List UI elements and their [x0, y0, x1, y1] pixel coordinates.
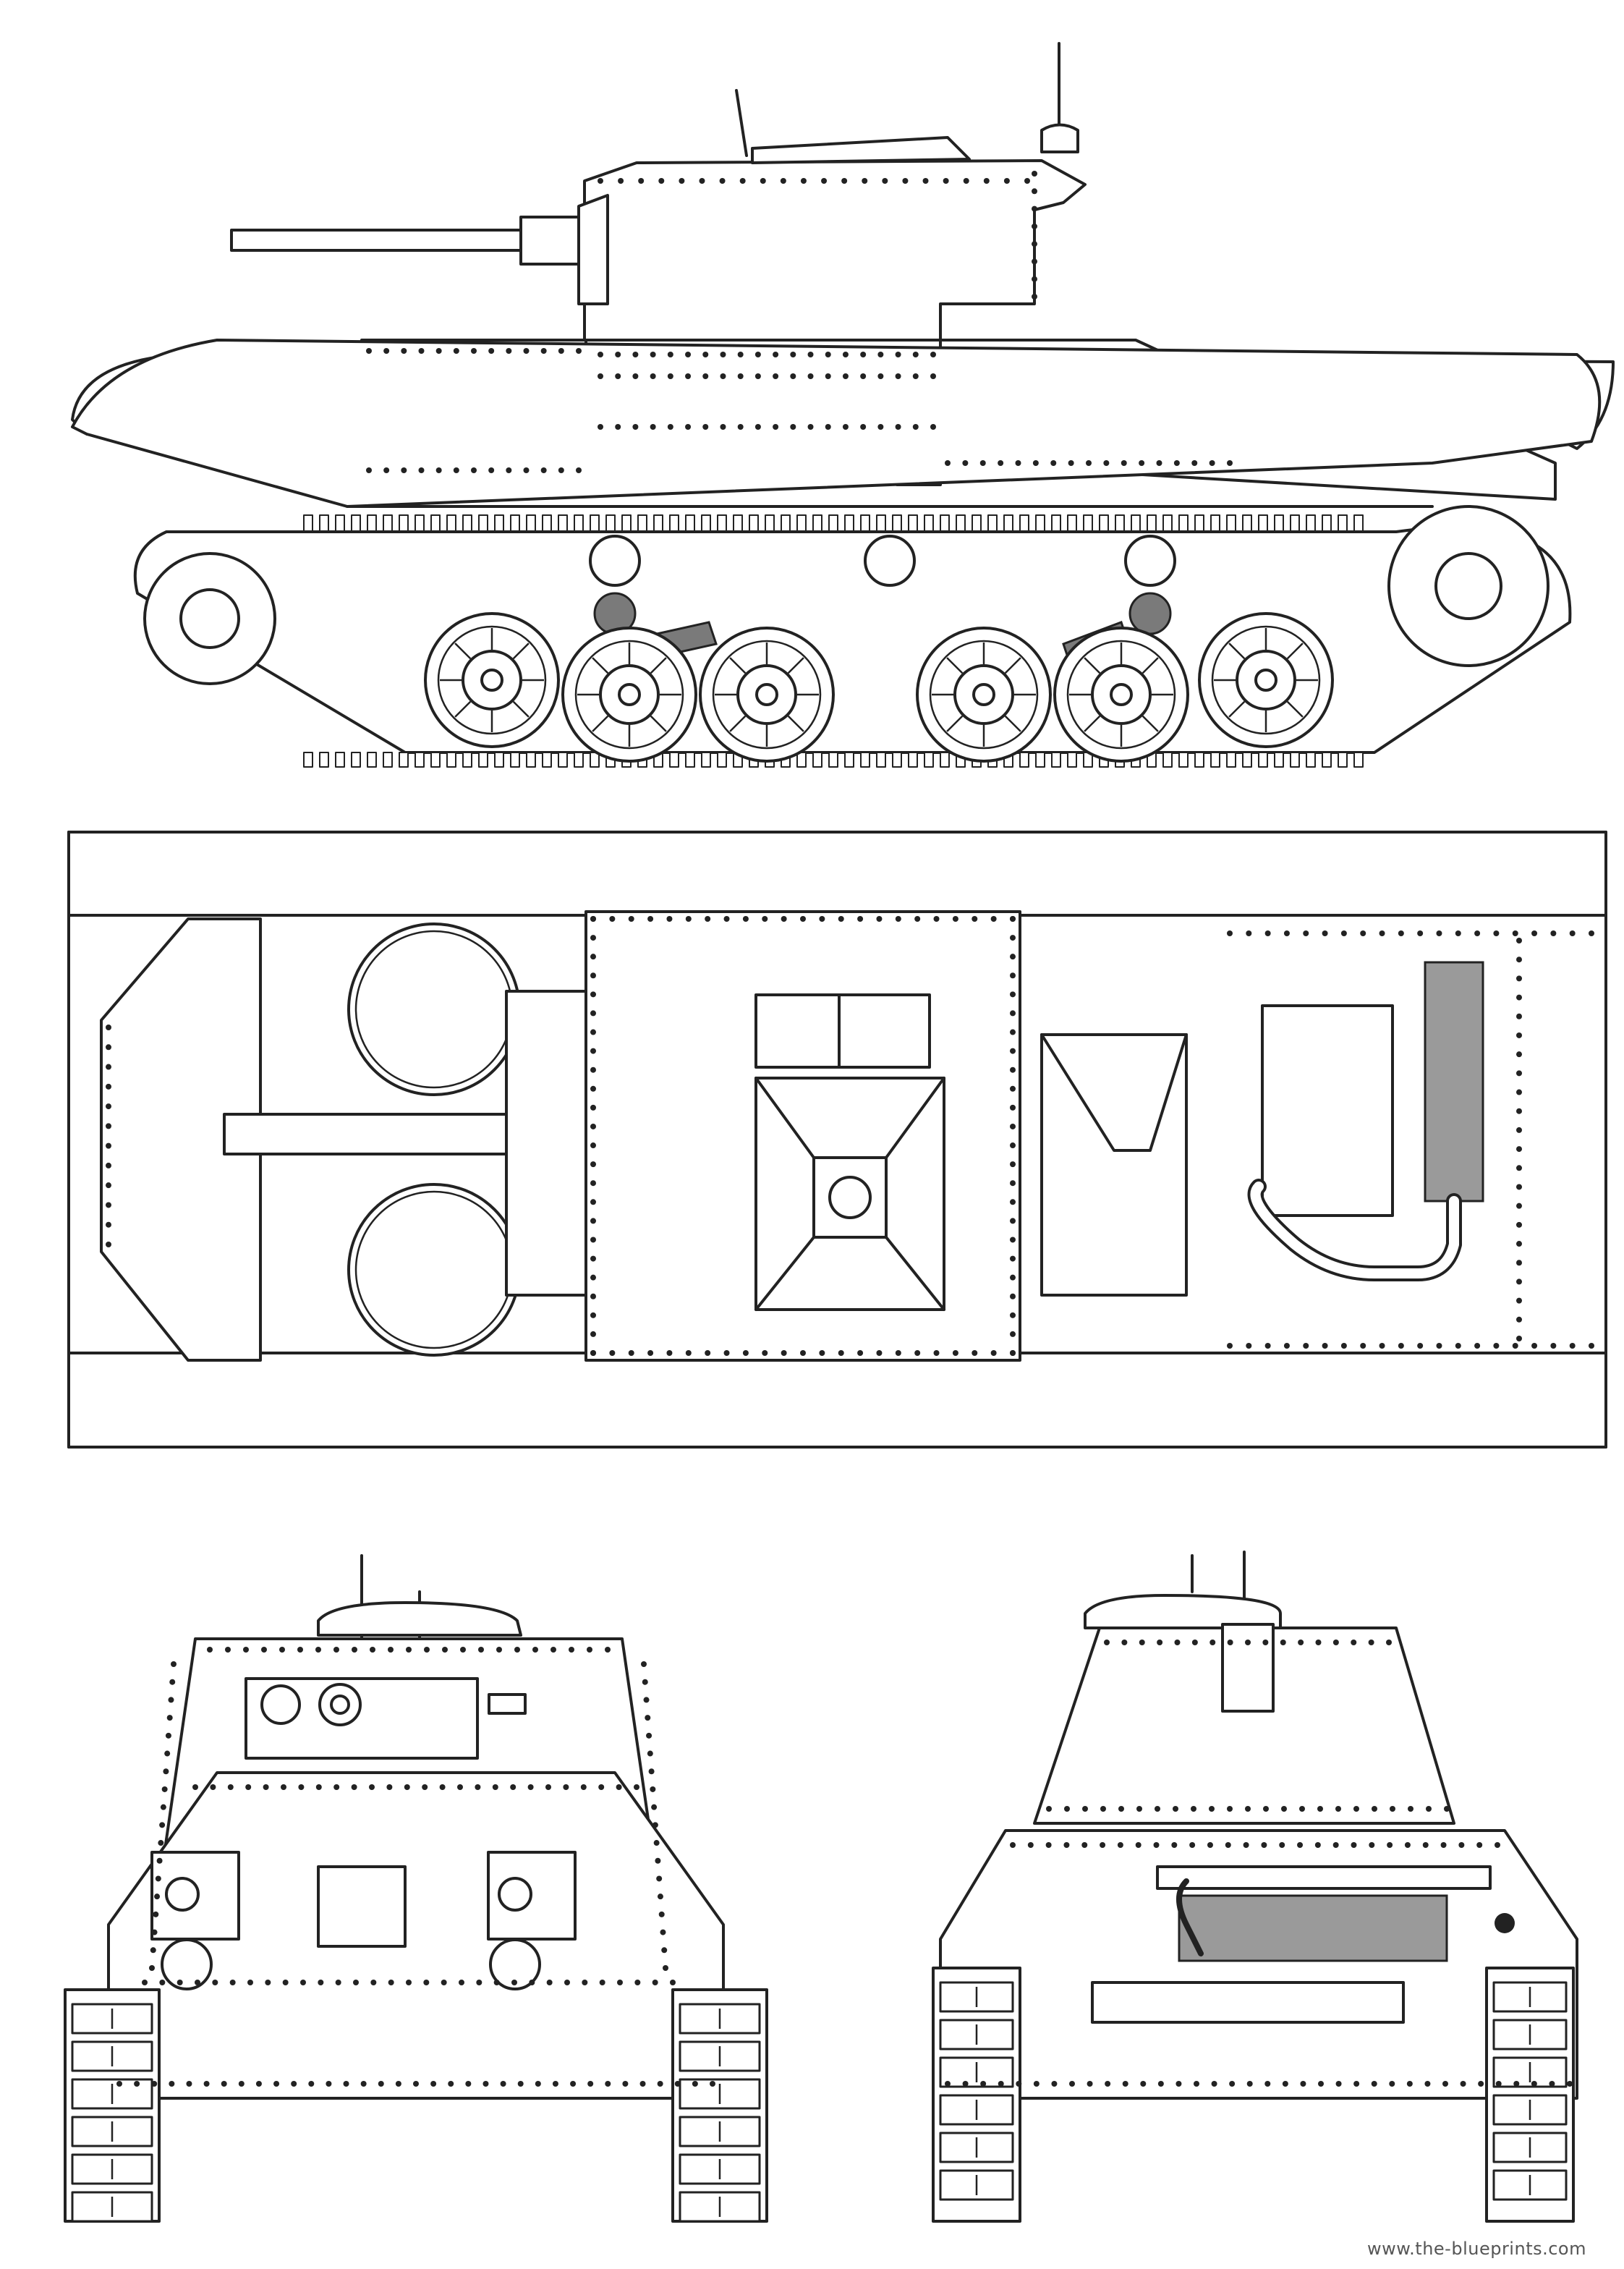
- rear-view: [932, 1551, 1578, 2223]
- rear-track-links: [939, 1981, 1568, 2201]
- front-track-links: [71, 2003, 761, 2223]
- side-view: [71, 42, 1615, 768]
- top-view: [67, 831, 1607, 1449]
- watermark-text: www.the-blueprints.com: [1366, 2239, 1586, 2259]
- top-rivets: [106, 916, 1594, 1356]
- front-view: [64, 1554, 768, 2223]
- front-rivets: [116, 1647, 715, 2087]
- rear-rivets: [945, 1640, 1573, 2087]
- side-road-wheels: [424, 612, 1334, 763]
- side-rivets: [366, 171, 1233, 473]
